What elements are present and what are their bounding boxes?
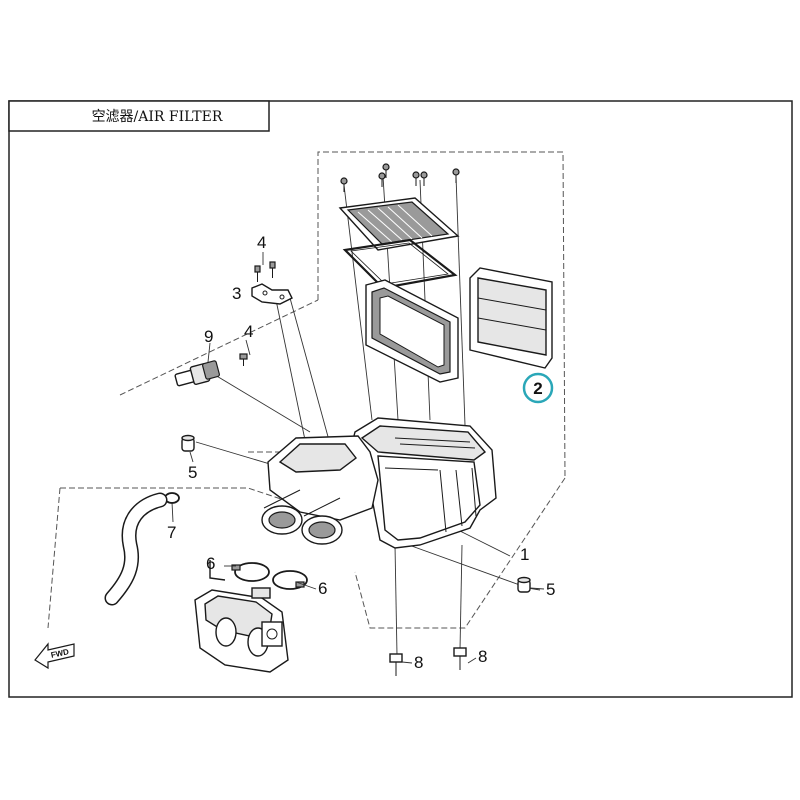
callout-9: 9 [204, 327, 213, 346]
drain-plug-right [517, 576, 531, 593]
forward-direction-arrow: FWD [34, 642, 75, 670]
cover-gasket [342, 238, 458, 290]
airbox-housing [349, 417, 497, 549]
callout-1: 1 [520, 545, 529, 564]
callout-5-right: 5 [546, 580, 555, 599]
top-screws [340, 163, 460, 192]
filter-frame [365, 279, 459, 383]
callout-labels: 1 2 3 4 4 5 5 6 6 7 8 8 9 [167, 233, 555, 672]
throttle-clamp-right [272, 570, 308, 590]
callout-4-upper: 4 [257, 233, 266, 252]
title-box: 空滤器/AIR FILTER [8, 100, 270, 132]
mounting-bracket [251, 283, 293, 305]
callout-8-left: 8 [414, 653, 423, 672]
drain-plug-left [181, 434, 195, 452]
air-filter-cover-grille [338, 197, 460, 251]
callout-ticks [224, 565, 545, 664]
housing-bolt-left [389, 653, 403, 676]
callout-5-left: 5 [188, 463, 197, 482]
intake-sensor [174, 360, 220, 387]
callout-2: 2 [533, 379, 542, 398]
callout-6-left: 6 [206, 554, 215, 573]
callout-2-highlighted: 2 [522, 372, 554, 404]
intake-boots [261, 435, 379, 545]
throttle-body [194, 560, 289, 673]
diagram-border [8, 100, 793, 698]
callout-6-right: 6 [318, 579, 327, 598]
air-filter-element [469, 267, 553, 369]
housing-bolt-right [453, 647, 467, 670]
callout-8-right: 8 [478, 647, 487, 666]
breather-hose [104, 492, 168, 606]
single-bolt [239, 353, 248, 366]
callout-3: 3 [232, 284, 241, 303]
throttle-clamp-left [231, 562, 270, 582]
diagram-title: 空滤器/AIR FILTER [92, 109, 223, 125]
callout-4-lower: 4 [244, 322, 253, 341]
forward-label: FWD [50, 647, 70, 660]
callout-7: 7 [167, 523, 176, 542]
bracket-bolts [254, 261, 276, 282]
